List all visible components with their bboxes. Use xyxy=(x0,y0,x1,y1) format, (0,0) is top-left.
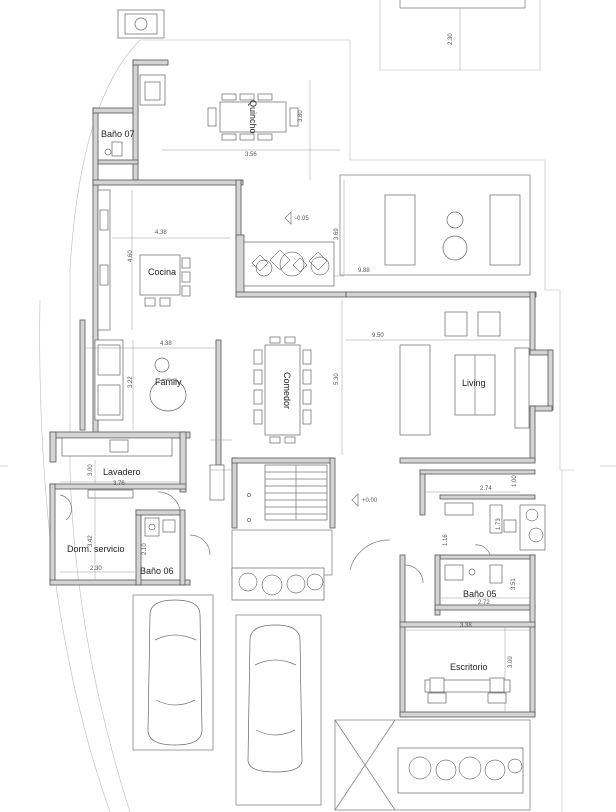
room-label-bano05: Baño 05 xyxy=(463,589,497,599)
dim-dorm-h: 3.42 xyxy=(88,535,94,547)
dim-bano06-h: 2.10 xyxy=(142,543,148,555)
level-terrace: -0.05 xyxy=(295,216,309,222)
terrace-area: 9.88 3.69 -0.05 xyxy=(244,174,531,277)
dim-bano05-h: 3.51 xyxy=(511,578,517,590)
dim-escritorio-h: 3.00 xyxy=(508,656,514,668)
dim-living-w: 9.50 xyxy=(372,333,384,339)
bano06-area: Baño 06 2.10 xyxy=(140,517,176,576)
planter-entry xyxy=(231,529,333,601)
lavadero-area: Lavadero 3.00 3.76 xyxy=(60,437,180,487)
dim-dorm-w: 2.30 xyxy=(90,566,102,572)
door-swings xyxy=(59,439,491,584)
room-label-family: Family xyxy=(155,377,182,387)
room-label-quincho: Quincho xyxy=(248,100,258,134)
room-label-escritorio: Escritorio xyxy=(450,662,488,672)
dim-terrace-w: 9.88 xyxy=(358,268,370,274)
room-label-lavadero: Lavadero xyxy=(103,467,141,477)
dim-top-right: 2.30 xyxy=(448,33,454,45)
dim-terrace-h: 3.69 xyxy=(334,228,340,240)
dim-cocina-h: 4.60 xyxy=(128,250,134,262)
dim-hall-w: 2.74 xyxy=(480,486,492,492)
family-area: Family 4.38 3.22 xyxy=(85,339,216,430)
room-label-living: Living xyxy=(462,378,486,388)
room-label-bano06: Baño 06 xyxy=(140,566,174,576)
meter-box xyxy=(117,9,165,39)
hall-bath: 2.74 1.00 1.73 1.16 xyxy=(425,475,546,551)
dim-bano05-w: 2.72 xyxy=(478,600,490,606)
planter-bottom xyxy=(334,719,531,811)
bano05-area: Baño 05 2.72 3.51 xyxy=(440,564,530,606)
dim-lavadero-h: 3.00 xyxy=(88,464,94,476)
dim-bath-w: 1.16 xyxy=(443,534,449,546)
cocina-area: Cocina 4.38 4.60 xyxy=(97,189,230,331)
dim-quincho-w: 3.56 xyxy=(245,152,257,158)
room-label-cocina: Cocina xyxy=(148,267,176,277)
room-label-comedor: Comedor xyxy=(282,372,292,409)
dim-hall-h: 1.00 xyxy=(512,475,518,487)
living-area: Living 9.50 xyxy=(346,311,530,436)
comedor-area: Comedor 5.30 xyxy=(253,300,343,455)
room-label-dorm-servicio: Dorm. servicio xyxy=(67,544,125,554)
dim-family-h: 3.22 xyxy=(128,376,134,388)
dim-family-w: 4.38 xyxy=(160,341,172,347)
dim-quincho-h: 3.80 xyxy=(298,110,304,122)
dorm-servicio-area: Dorm. servicio 3.42 2.30 xyxy=(60,489,135,580)
level-interior: +0.00 xyxy=(362,498,378,504)
quincho-area: Quincho 3.56 3.80 xyxy=(139,74,340,180)
dim-cocina-w: 4.38 xyxy=(155,230,167,236)
dim-escritorio-w: 3.38 xyxy=(460,623,472,629)
escritorio-area: Escritorio 3.38 3.00 xyxy=(405,623,530,712)
dim-comedor-h: 5.30 xyxy=(334,373,340,385)
dim-bath-h: 1.73 xyxy=(496,518,502,530)
top-right-structure: 2.30 xyxy=(399,0,526,70)
garage xyxy=(132,594,322,806)
bano07-area: Baño 07 xyxy=(97,129,139,165)
planter-upper xyxy=(243,241,335,287)
walls xyxy=(49,59,554,718)
room-label-bano07: Baño 07 xyxy=(101,129,135,139)
stairs: +0.00 xyxy=(209,464,378,522)
dim-lavadero-w: 3.76 xyxy=(113,481,125,487)
